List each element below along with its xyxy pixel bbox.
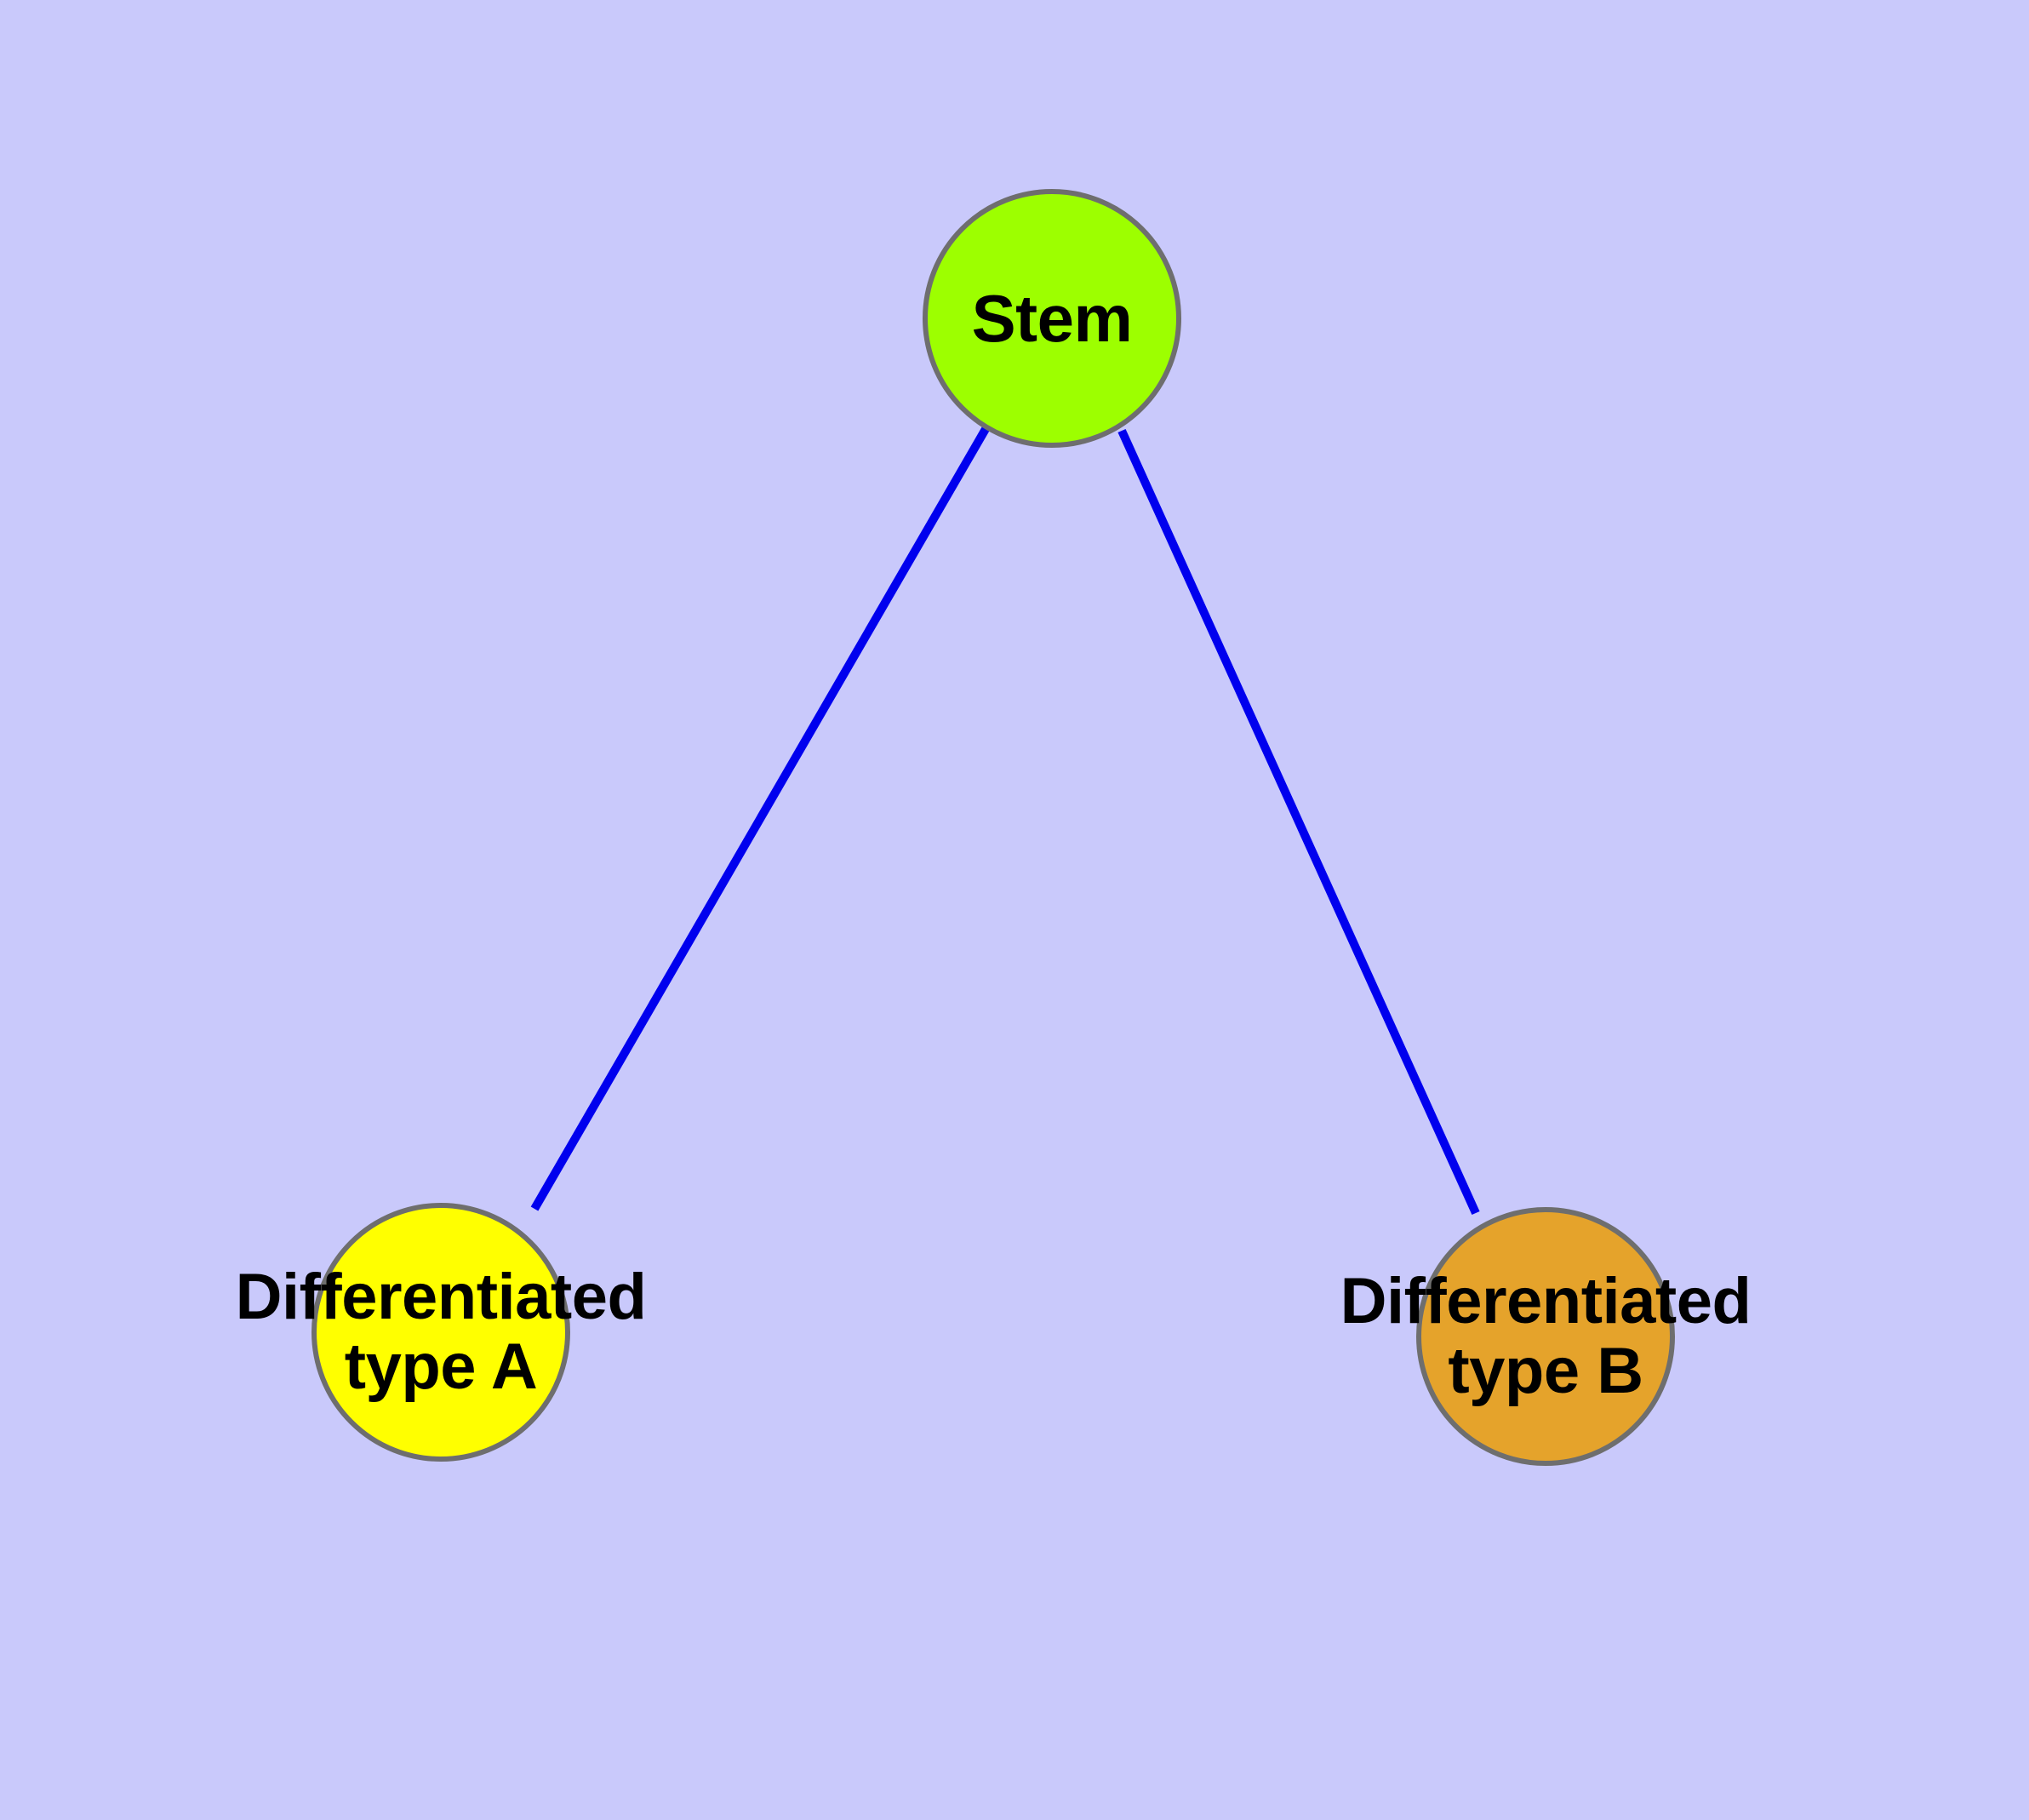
edge-stem-to-type-a bbox=[530, 426, 990, 1211]
edge-stem-to-type-b bbox=[1117, 428, 1480, 1216]
node-stem[interactable] bbox=[923, 189, 1181, 448]
node-differentiated-type-b[interactable] bbox=[1416, 1207, 1675, 1466]
node-differentiated-type-a[interactable] bbox=[311, 1203, 570, 1462]
